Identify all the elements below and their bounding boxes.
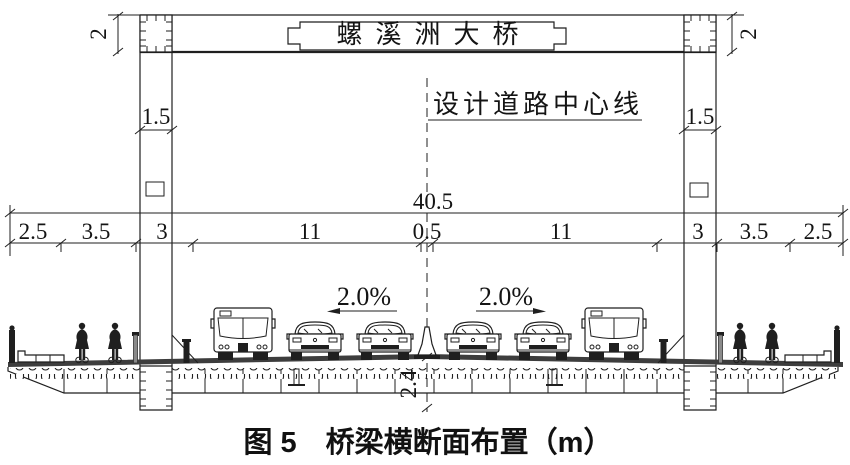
seg-3-left: 3 — [156, 219, 168, 244]
seg-3p5-right: 3.5 — [740, 219, 769, 244]
car-left-inner — [356, 321, 414, 361]
lamp-post-left — [132, 332, 139, 363]
pylon-left — [140, 15, 172, 366]
seg-2p5-right: 2.5 — [804, 219, 833, 244]
bus-right — [581, 307, 647, 361]
svg-text:2: 2 — [736, 28, 761, 40]
drain-pipe-left — [288, 369, 305, 385]
guard-post-right — [658, 335, 684, 363]
dimension-tower-cap-left: 2 — [86, 14, 140, 54]
svg-text:1.5: 1.5 — [686, 104, 715, 129]
seg-11-left: 11 — [299, 219, 321, 244]
dimension-overall-width: 40.5 — [10, 189, 843, 256]
seg-3-right: 3 — [692, 219, 704, 244]
cyclist-right-2 — [764, 322, 780, 364]
dimension-tower-width-left: 1.5 — [140, 104, 172, 130]
car-right-inner — [444, 321, 502, 361]
dimension-tower-cap-right: 2 — [716, 14, 761, 54]
bridge-name-label: 螺溪洲大桥 — [336, 20, 531, 49]
slope-label-right: 2.0% — [476, 282, 546, 314]
dimension-segments: 2.5 3.5 3 11 0.5 11 3 3.5 2.5 — [10, 219, 843, 244]
edge-parapet-right — [785, 325, 840, 363]
car-left-outer — [286, 321, 344, 361]
pylon-right — [684, 15, 716, 366]
svg-text:2: 2 — [86, 28, 111, 40]
pylon-left-below-deck — [140, 366, 172, 410]
drain-pipe-right — [546, 369, 563, 385]
bus-left — [210, 307, 276, 361]
slope-label-left: 2.0% — [327, 282, 397, 314]
dimension-tower-width-right: 1.5 — [684, 104, 716, 130]
cyclist-left-2 — [107, 322, 123, 364]
pylon-right-anchor-box — [690, 183, 708, 197]
bridge-name-plaque: 螺溪洲大桥 — [288, 20, 566, 50]
svg-text:2.0%: 2.0% — [479, 282, 533, 311]
pylon-left-anchor-box — [146, 182, 164, 196]
edge-parapet-left — [9, 325, 64, 363]
dimension-girder-depth: 2.4 — [396, 369, 421, 398]
centerline-label: 设计道路中心线 — [433, 90, 643, 119]
median-barrier — [414, 327, 440, 359]
pylon-right-below-deck — [684, 366, 716, 410]
svg-text:2.4: 2.4 — [396, 369, 421, 398]
seg-11-right: 11 — [550, 219, 572, 244]
top-cross-beam — [140, 15, 716, 52]
road-centerline: 设计道路中心线 — [427, 78, 643, 412]
seg-2p5-left: 2.5 — [19, 219, 48, 244]
u-rib-stiffeners — [10, 368, 836, 379]
lamp-post-right — [717, 332, 724, 363]
seg-3p5-left: 3.5 — [82, 219, 111, 244]
cyclist-left-1 — [74, 322, 90, 364]
cyclist-right-1 — [732, 322, 748, 364]
box-girder — [8, 367, 838, 393]
car-right-outer — [514, 321, 572, 361]
figure-caption: 图 5 桥梁横断面布置（m） — [244, 426, 613, 459]
svg-text:40.5: 40.5 — [413, 189, 453, 214]
svg-text:2.0%: 2.0% — [337, 282, 391, 311]
svg-text:1.5: 1.5 — [142, 104, 171, 129]
guard-post-left — [172, 335, 198, 363]
